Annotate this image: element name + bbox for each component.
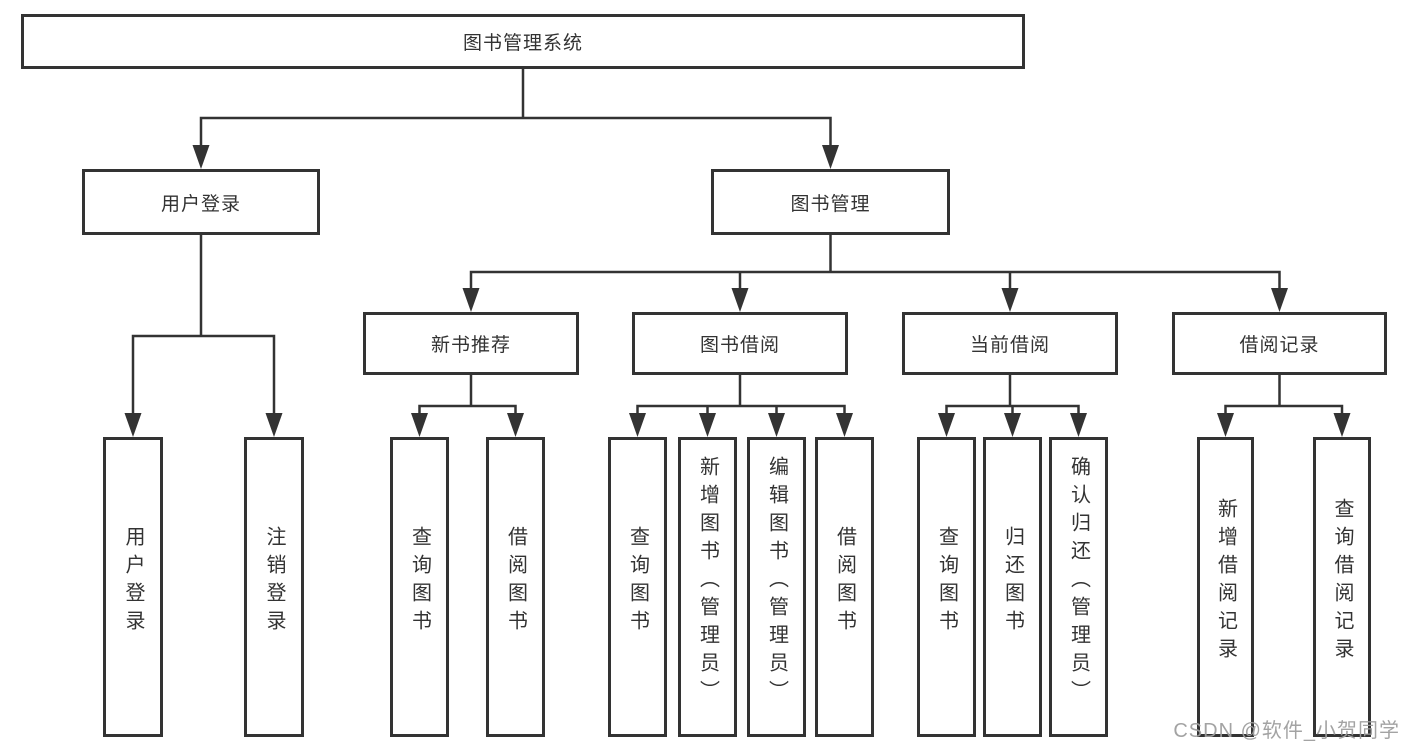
- connector-userlogin-to-leaves: [131, 233, 276, 417]
- leaf-borrow-books: 借阅图书: [815, 437, 874, 737]
- leaf-add-book-admin: 新增图书（管理员）: [678, 437, 737, 737]
- node-user-login: 用户登录: [82, 169, 320, 235]
- node-label: 借阅图书: [833, 526, 856, 638]
- leaf-query-books-current: 查询图书: [917, 437, 976, 737]
- connector-root-to-level1: [199, 67, 832, 149]
- connector-bookmgmt-to-level2: [469, 233, 1281, 292]
- node-label: 借阅图书: [504, 526, 527, 638]
- node-label: 当前借阅: [969, 335, 1050, 356]
- leaf-query-books-borrow: 查询图书: [608, 437, 667, 737]
- connector-current-to-leaves: [945, 373, 1080, 417]
- leaf-add-borrow-record: 新增借阅记录: [1197, 437, 1254, 737]
- node-new-book-recommend: 新书推荐: [363, 312, 579, 375]
- node-label: 查询借阅记录: [1331, 498, 1353, 666]
- node-label: 注销登录: [263, 526, 285, 638]
- node-library-management-system: 图书管理系统: [21, 14, 1025, 69]
- node-current-borrowing: 当前借阅: [902, 312, 1118, 375]
- node-label: 查询图书: [408, 526, 431, 638]
- leaf-user-login: 用户登录: [103, 437, 163, 737]
- leaf-edit-book-admin: 编辑图书（管理员）: [747, 437, 806, 737]
- node-label: 新增图书（管理员）: [696, 456, 719, 708]
- node-label: 归还图书: [1001, 526, 1024, 638]
- leaf-borrow-books-recommend: 借阅图书: [486, 437, 545, 737]
- node-label: 查询图书: [935, 526, 958, 638]
- leaf-return-book: 归还图书: [983, 437, 1042, 737]
- node-label: 图书借阅: [699, 335, 780, 356]
- node-label: 确认归还（管理员）: [1067, 456, 1090, 708]
- node-label: 用户登录: [122, 526, 144, 638]
- node-book-management: 图书管理: [711, 169, 950, 235]
- node-label: 新书推荐: [430, 335, 511, 356]
- leaf-query-borrow-record: 查询借阅记录: [1313, 437, 1371, 737]
- connector-borrow-to-leaves: [636, 373, 846, 417]
- node-book-borrowing: 图书借阅: [632, 312, 848, 375]
- leaf-confirm-return-admin: 确认归还（管理员）: [1049, 437, 1108, 737]
- csdn-watermark: CSDN @软件_小贺同学: [1173, 720, 1400, 742]
- node-label: 查询图书: [626, 526, 649, 638]
- node-label: 借阅记录: [1239, 335, 1320, 356]
- node-borrowing-records: 借阅记录: [1172, 312, 1387, 375]
- node-label: 图书管理系统: [462, 33, 583, 54]
- connector-records-to-leaves: [1224, 373, 1344, 417]
- connector-recommend-to-leaves: [418, 373, 517, 417]
- leaf-logout: 注销登录: [244, 437, 304, 737]
- node-label: 图书管理: [790, 193, 871, 215]
- node-label: 编辑图书（管理员）: [765, 456, 788, 708]
- leaf-query-books-recommend: 查询图书: [390, 437, 449, 737]
- node-label: 用户登录: [160, 193, 241, 215]
- node-label: 新增借阅记录: [1214, 498, 1237, 666]
